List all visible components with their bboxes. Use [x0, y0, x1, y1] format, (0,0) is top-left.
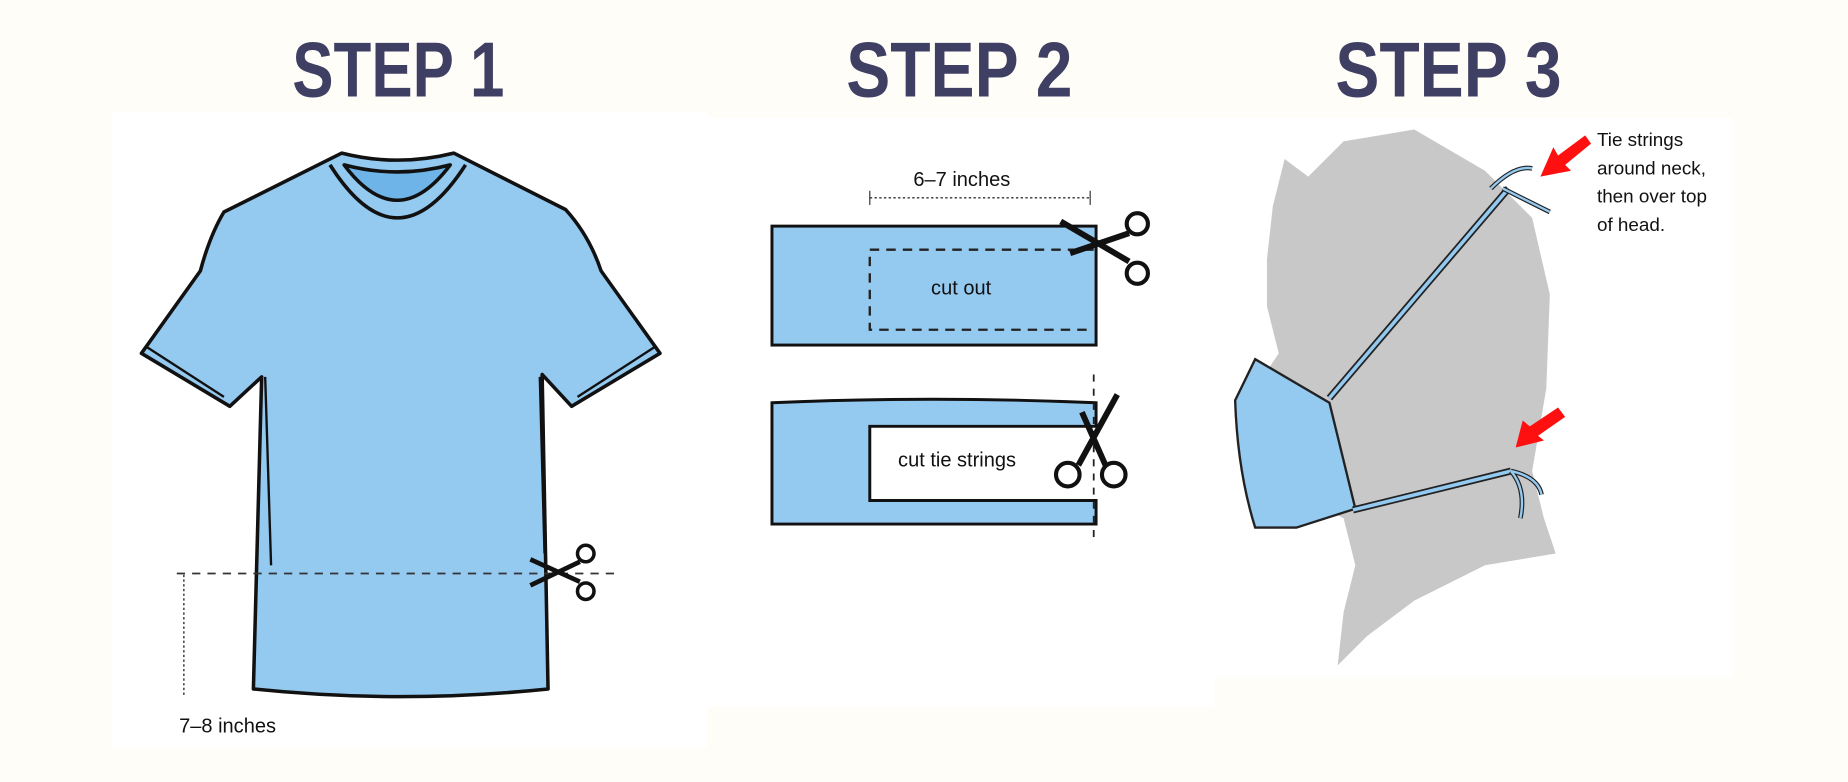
lower-tie-string-fill	[1352, 469, 1512, 512]
step3-title: STEP 3	[1335, 28, 1561, 114]
head-silhouette	[1255, 129, 1556, 666]
step1-title: STEP 1	[292, 28, 504, 114]
note-line: then over top	[1597, 186, 1707, 207]
cut-out-label: cut out	[931, 277, 992, 299]
note-line: Tie strings	[1597, 129, 1683, 150]
tie-strings-opening	[872, 428, 1094, 499]
knot-fill	[1490, 166, 1551, 519]
scissors-icon	[1059, 211, 1150, 286]
mask	[1233, 357, 1357, 529]
red-arrow-icon	[1540, 135, 1592, 177]
fabric-strip-tie-strings	[770, 397, 1098, 526]
instruction-note: Tie strings around neck, then over top o…	[1597, 129, 1707, 235]
upper-tie-string-fill	[1328, 187, 1510, 400]
scissors-icon	[529, 543, 596, 602]
height-label: 7–8 inches	[179, 716, 276, 738]
width-label: 6–7 inches	[913, 169, 1010, 191]
scissors-icon	[1053, 393, 1128, 489]
note-line: around neck,	[1597, 157, 1706, 178]
red-arrow-icon	[1515, 407, 1566, 448]
step2-title: STEP 2	[846, 28, 1072, 114]
cut-tie-label: cut tie strings	[898, 449, 1016, 471]
note-line: of head.	[1597, 214, 1665, 235]
fabric-strip-cut-out	[770, 224, 1098, 347]
